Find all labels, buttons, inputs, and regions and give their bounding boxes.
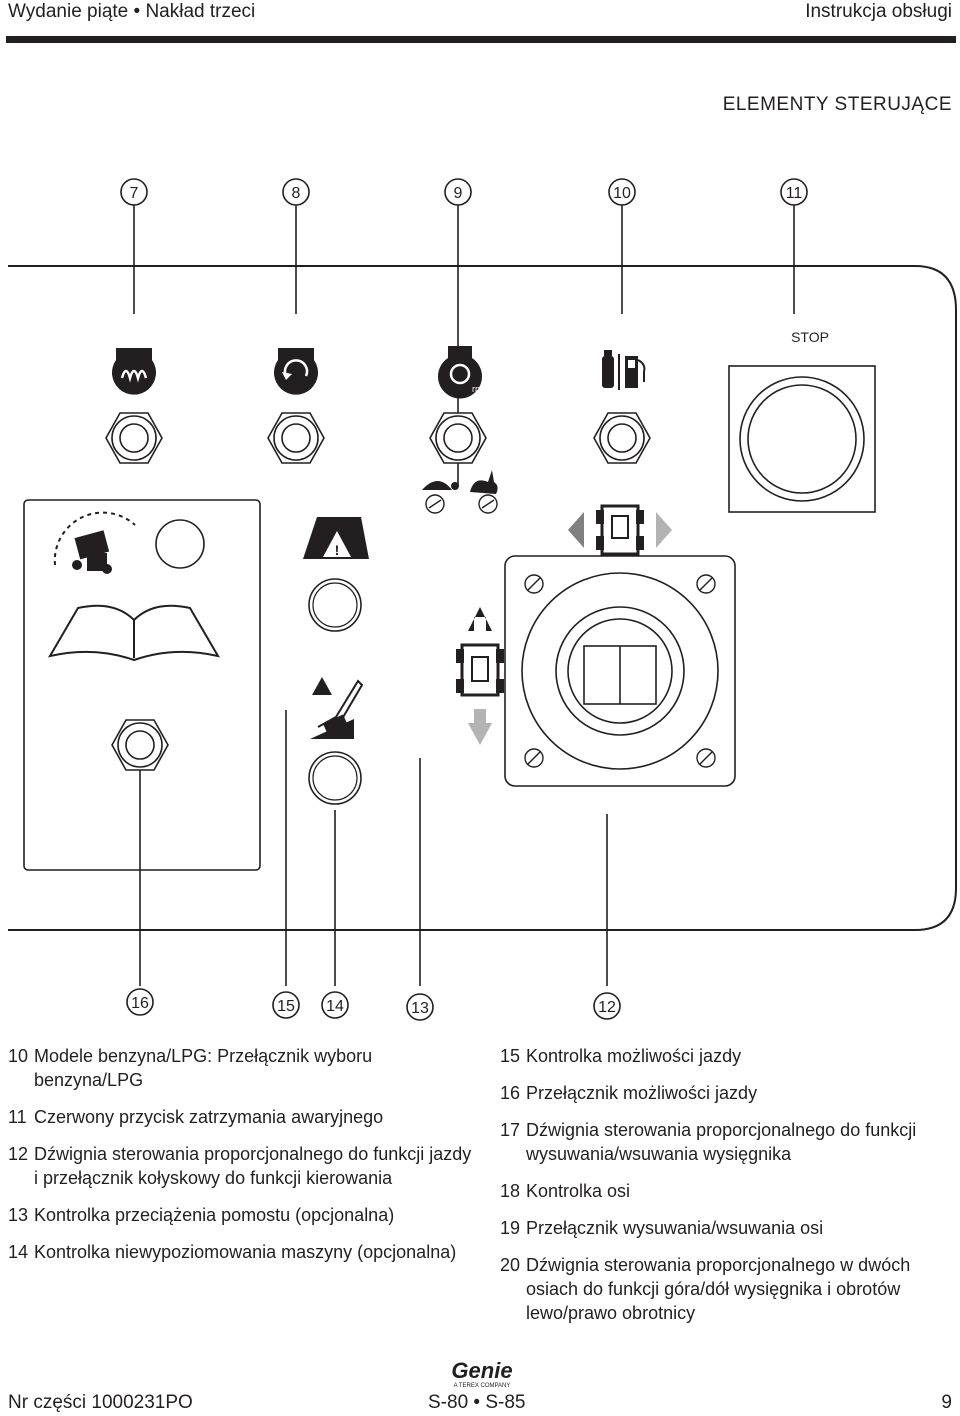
legend-text: Czerwony przycisk zatrzymania awaryjnego xyxy=(34,1107,384,1127)
overload-indicator xyxy=(308,578,362,632)
legend-text: Modele benzyna/LPG: Przełącznik wyboru b… xyxy=(34,1046,373,1090)
machine-tilt-icon xyxy=(310,677,364,739)
drive-enable-icon xyxy=(53,511,136,574)
svg-text:!: ! xyxy=(335,542,340,558)
part-number: Nr części 1000231PO xyxy=(8,1392,193,1413)
legend-text: Dźwignia sterowania proporcjonalnego do … xyxy=(34,1144,472,1188)
legend-number: 14 xyxy=(8,1242,29,1262)
svg-text:A TEREX COMPANY: A TEREX COMPANY xyxy=(454,1383,511,1389)
header-edition: Wydanie piąte • Nakład trzeci xyxy=(8,1,256,22)
drive-enable-indicator xyxy=(155,519,205,569)
legend-text: Przełącznik możliwości jazdy xyxy=(526,1083,758,1103)
switch-16[interactable] xyxy=(111,719,169,771)
callout-11: 11 xyxy=(786,185,803,202)
manual-book-icon xyxy=(47,604,221,662)
legend-number: 18 xyxy=(500,1181,521,1201)
turtle-icon xyxy=(422,481,459,514)
emergency-stop-button[interactable] xyxy=(728,365,876,513)
section-title: ELEMENTY STERUJĄCE xyxy=(722,94,952,115)
rabbit-icon xyxy=(470,470,498,514)
page-number: 9 xyxy=(941,1392,952,1413)
legend-text: Kontrolka osi xyxy=(526,1181,631,1201)
callout-14: 14 xyxy=(326,998,344,1015)
switch-8 xyxy=(267,412,325,464)
legend-number: 16 xyxy=(500,1083,521,1103)
switch-9 xyxy=(429,412,487,464)
legend-number: 11 xyxy=(8,1107,27,1127)
legend-number: 10 xyxy=(8,1046,29,1066)
fuel-select-icon xyxy=(602,350,646,390)
glow-plug-icon xyxy=(112,348,156,395)
callout-15: 15 xyxy=(277,998,295,1015)
legend-text: Kontrolka przeciążenia pomostu (opcjonal… xyxy=(34,1205,395,1225)
legend-number: 15 xyxy=(500,1046,521,1066)
axle-extend-icon xyxy=(456,607,504,745)
genie-logo: Genie A TEREX COMPANY xyxy=(451,1358,512,1389)
svg-text:Genie: Genie xyxy=(451,1358,512,1383)
legend-number: 13 xyxy=(8,1205,29,1225)
page-footer: Genie A TEREX COMPANY Nr części 1000231P… xyxy=(0,1356,960,1416)
platform-overload-icon: ! xyxy=(303,517,369,559)
callout-8: 8 xyxy=(292,185,301,202)
model-numbers: S-80 • S-85 xyxy=(428,1392,526,1413)
legend-text: Kontrolka niewypoziomowania maszyny (opc… xyxy=(34,1242,457,1262)
legend-text: Kontrolka możliwości jazdy xyxy=(526,1046,742,1066)
callout-7: 7 xyxy=(130,185,139,202)
legend-text: Dźwignia sterowania proporcjonalnego w d… xyxy=(526,1255,911,1323)
callout-10: 10 xyxy=(613,185,631,202)
tilt-indicator xyxy=(308,751,362,805)
header-rule xyxy=(6,36,956,43)
legend-number: 17 xyxy=(500,1120,521,1140)
legend-text: Dźwignia sterowania proporcjonalnego do … xyxy=(526,1120,917,1164)
svg-text:rpm: rpm xyxy=(472,384,488,394)
legend-item: 11 Czerwony przycisk zatrzymania awaryjne… xyxy=(8,1105,478,1129)
switch-10 xyxy=(593,412,651,464)
engine-start-icon xyxy=(274,348,318,395)
callouts-top: 7 8 9 10 11 xyxy=(120,178,808,206)
steer-icon xyxy=(568,504,672,556)
engine-speed-icon: rpm xyxy=(438,346,488,399)
callout-12: 12 xyxy=(598,999,616,1016)
callouts-bottom: 16 15 14 13 12 xyxy=(126,988,621,1021)
legend-number: 20 xyxy=(500,1255,521,1275)
callout-16: 16 xyxy=(131,995,149,1012)
stop-label: STOP xyxy=(791,329,829,345)
control-panel-diagram: 7 8 9 10 11 16 15 14 13 12 rpm xyxy=(8,178,957,1021)
drive-joystick[interactable] xyxy=(504,555,736,787)
switch-7 xyxy=(105,412,163,464)
legend-number: 19 xyxy=(500,1218,521,1238)
header-manual-title: Instrukcja obsługi xyxy=(805,1,952,22)
legend-text: Przełącznik wysuwania/wsuwania osi xyxy=(526,1218,824,1238)
callout-9: 9 xyxy=(454,185,463,202)
callout-13: 13 xyxy=(411,1000,429,1017)
legend-number: 12 xyxy=(8,1144,29,1164)
